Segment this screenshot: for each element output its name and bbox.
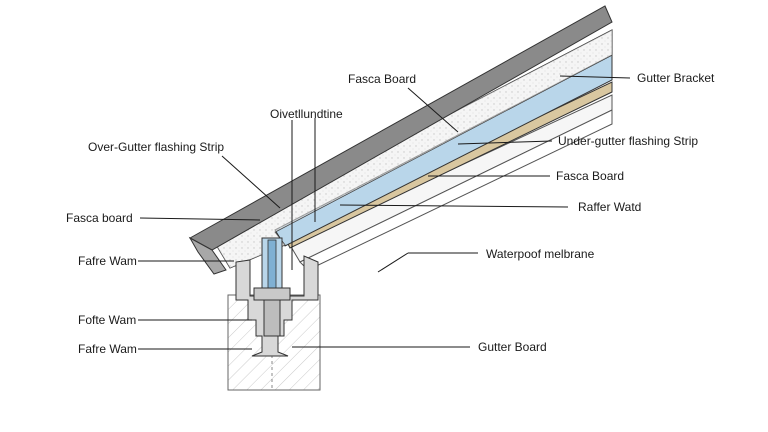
labels: Fasca Board Gutter Bracket Oivetllundtin… <box>66 71 715 356</box>
waterproof-membrane <box>274 54 613 247</box>
label-fascia-board-top: Fasca Board <box>348 72 416 86</box>
leader-lines <box>138 75 631 350</box>
label-fascia-board-left: Fasca board <box>66 211 133 225</box>
label-rafter-wall: Raffer Watd <box>578 200 641 214</box>
label-fascia-board-right: Fasca Board <box>556 169 624 183</box>
roof-deck <box>188 5 613 275</box>
gutter-bracket-assembly <box>235 237 319 357</box>
label-over-gutter-flashing: Over-Gutter flashing Strip <box>88 140 224 154</box>
label-fascia-wall-3: Fafre Wam <box>78 342 137 356</box>
label-fascia-wall-2: Fofte Wam <box>78 313 136 327</box>
label-waterproof-membrane: Waterpoof melbrane <box>486 247 595 261</box>
label-gutter-board: Gutter Board <box>478 340 547 354</box>
label-under-gutter-flashing: Under-gutter flashing Strip <box>558 134 698 148</box>
label-gutter-bracket: Gutter Bracket <box>637 71 715 85</box>
label-overlap-line: Oivetllundtine <box>270 107 343 121</box>
label-fascia-wall-1: Fafre Wam <box>78 254 137 268</box>
